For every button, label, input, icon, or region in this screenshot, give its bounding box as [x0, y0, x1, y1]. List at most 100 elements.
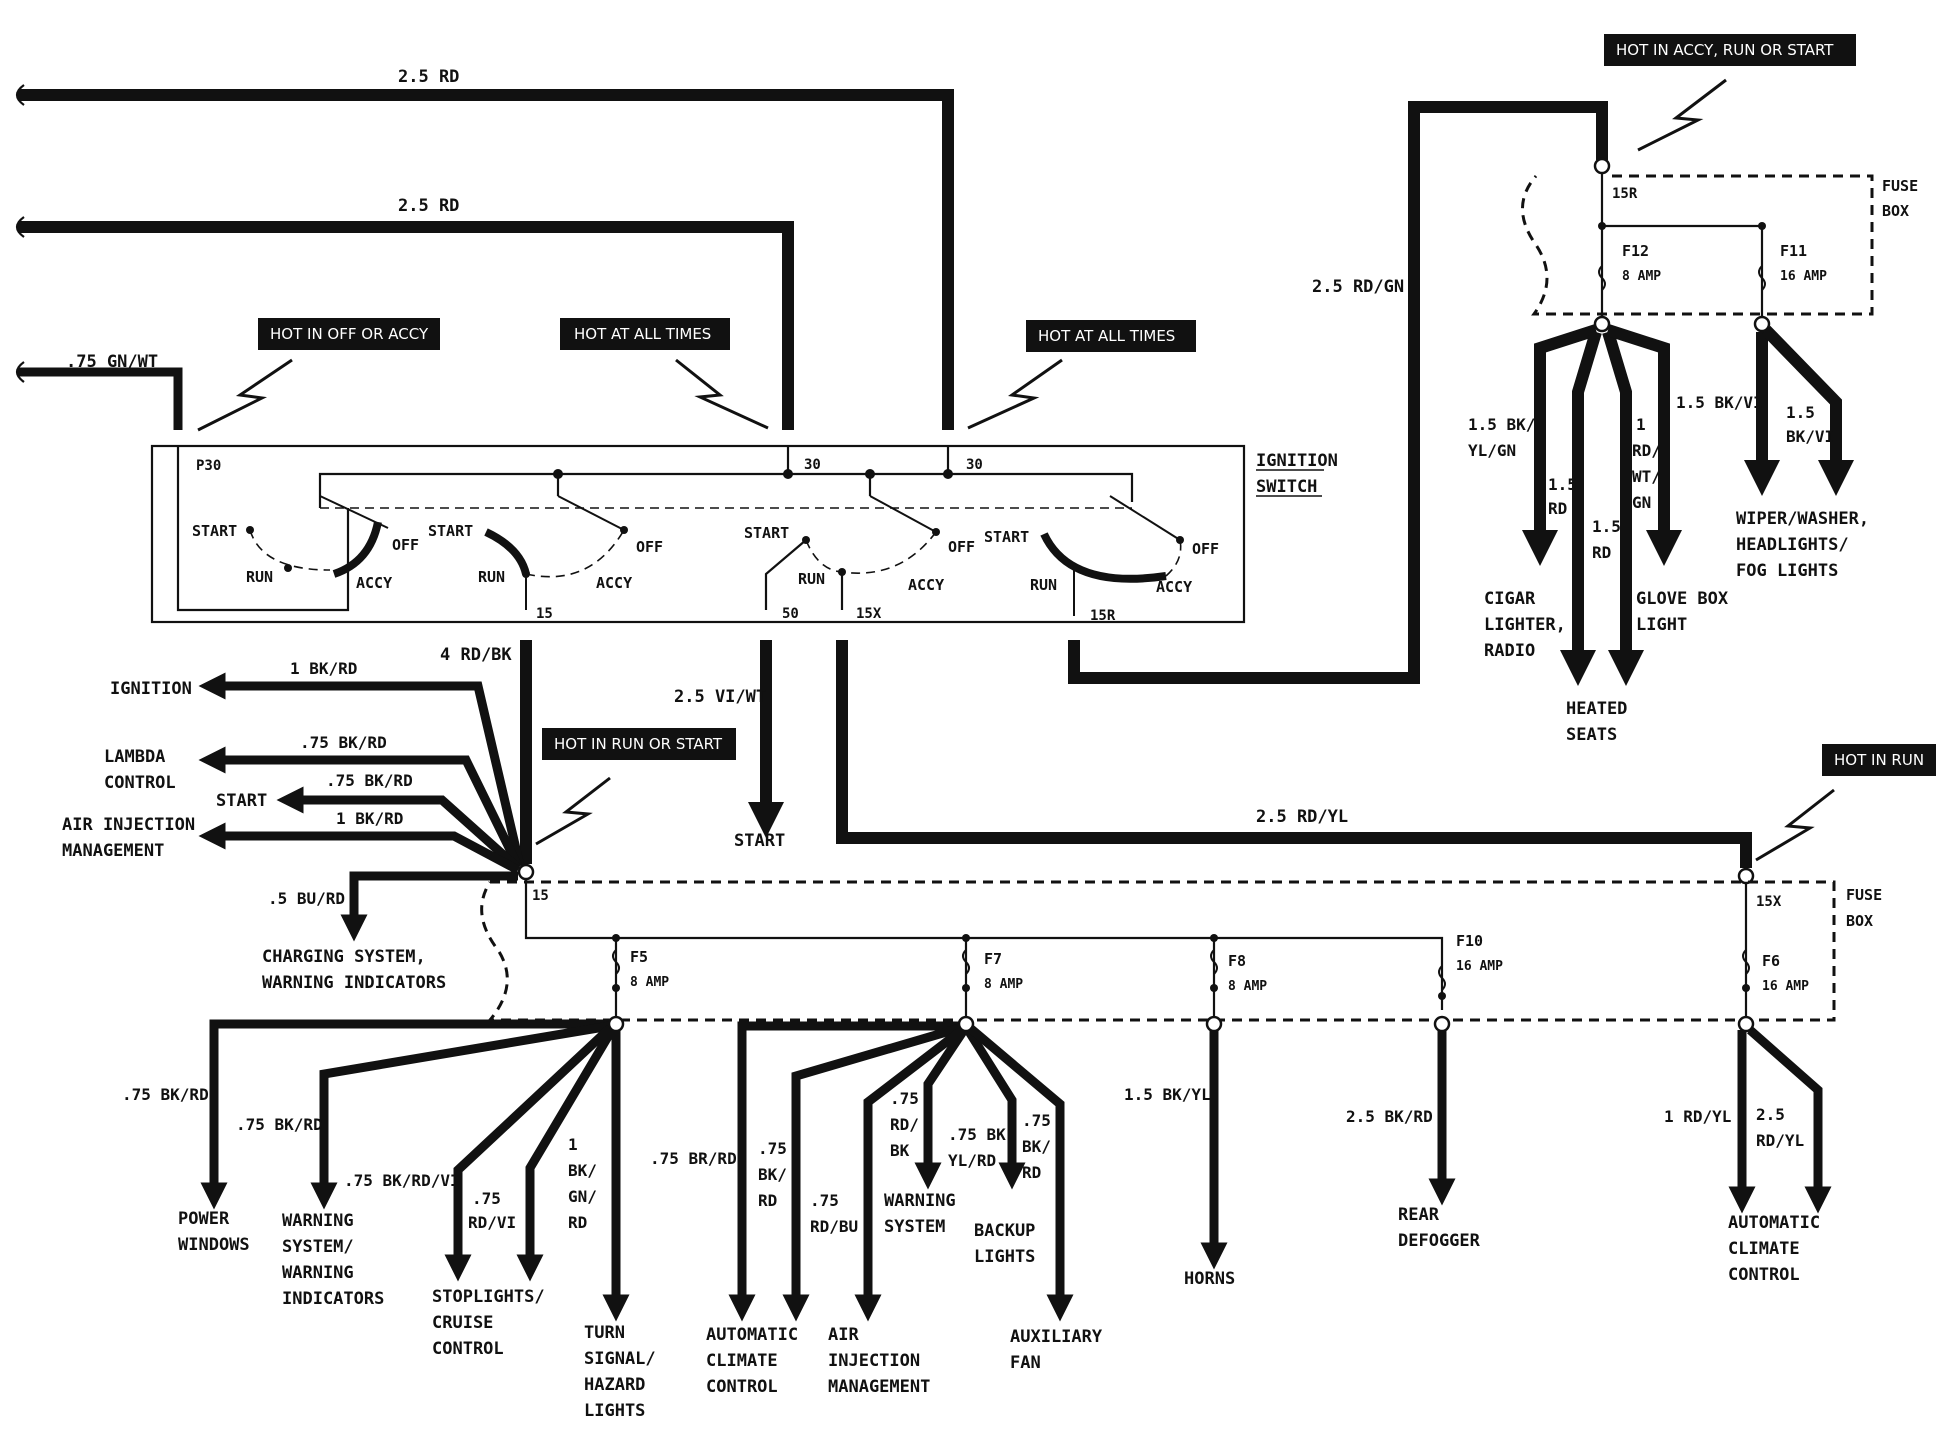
- wire-f7-bk-yl-rd-1: .75 BK: [948, 1125, 1006, 1144]
- output-air-inj-2-l3: MANAGEMENT: [828, 1377, 930, 1397]
- wire-charge-bu-rd: .5 BU/RD: [268, 889, 345, 908]
- wire-f7-bk-rd-a-3: RD: [758, 1191, 777, 1210]
- fuse-f11-rating: 16 AMP: [1780, 269, 1827, 284]
- wire-1.5-bk-yl-gn-2: YL/GN: [1468, 441, 1516, 460]
- wire-f6-rd-yl-b-2: RD/YL: [1756, 1131, 1804, 1150]
- output-auto-climate-2-l3: CONTROL: [1728, 1265, 1800, 1285]
- pos-off-2: OFF: [636, 538, 663, 556]
- wire-1.5-bk-vi-b-1: 1.5: [1786, 403, 1815, 422]
- switch-label-line1: IGNITION: [1256, 451, 1338, 471]
- terminal-p30: P30: [196, 458, 221, 474]
- pos-accy-1: ACCY: [356, 574, 392, 592]
- output-turn-2: SIGNAL/: [584, 1349, 656, 1369]
- wire-f5-rd-vi-2: RD/VI: [468, 1213, 516, 1232]
- output-warning-sys-1: WARNING: [282, 1211, 354, 1231]
- output-backup-1: BACKUP: [974, 1221, 1035, 1241]
- wire-f5-bk-gn-rd-3: GN/: [568, 1187, 597, 1206]
- wire-f6-rd-yl-a: 1 RD/YL: [1664, 1107, 1731, 1126]
- pos-start-4: START: [984, 528, 1029, 546]
- feed-15x: 2.5 RD/YL 15X: [836, 640, 1782, 910]
- output-power-windows-1: POWER: [178, 1209, 230, 1229]
- output-aux-fan-1: AUXILIARY: [1010, 1327, 1103, 1347]
- terminal-30a: 30: [804, 457, 821, 473]
- output-warning-sys-3: WARNING: [282, 1263, 354, 1283]
- output-auto-climate-1-l2: CLIMATE: [706, 1351, 778, 1371]
- fusebox-label-2: BOX: [1882, 202, 1909, 220]
- wire-1.5-bk-vi-a: 1.5 BK/VI: [1676, 393, 1763, 412]
- pos-accy-4: ACCY: [1156, 578, 1192, 596]
- output-rear-defog-1: REAR: [1398, 1205, 1440, 1225]
- wire-f5-bk-rd-a: .75 BK/RD: [122, 1085, 209, 1104]
- wire-f7-bk-rd-a-2: BK/: [758, 1165, 787, 1184]
- pos-off-3: OFF: [948, 538, 975, 556]
- start-output: 2.5 VI/WT START: [674, 640, 785, 851]
- output-cigar-2: LIGHTER,: [1484, 615, 1566, 635]
- feed-15r: 2.5 RD/GN 15R: [1068, 101, 1638, 684]
- output-turn-3: HAZARD: [584, 1375, 645, 1395]
- output-glove-2: LIGHT: [1636, 615, 1687, 635]
- output-lambda-2: CONTROL: [104, 773, 176, 793]
- tag-hot-run: HOT IN RUN: [1834, 751, 1924, 769]
- output-auto-climate-2-l1: AUTOMATIC: [1728, 1213, 1820, 1233]
- output-stoplights-3: CONTROL: [432, 1339, 504, 1359]
- fuse-f10-rating: 16 AMP: [1456, 959, 1503, 974]
- output-aux-fan-2: FAN: [1010, 1353, 1041, 1373]
- fuse-f10-id: F10: [1456, 932, 1483, 950]
- wire-f5-bk-rd-b: .75 BK/RD: [236, 1115, 323, 1134]
- wire-1.5-bk-yl-gn-1: 1.5 BK/: [1468, 415, 1535, 434]
- wire-f10-bk-rd: 2.5 BK/RD: [1346, 1107, 1433, 1126]
- wire-1.5-rd-a-2: RD: [1548, 499, 1567, 518]
- lightning-bolt-icons: [197, 78, 1835, 862]
- wire-label-vi-wt: 2.5 VI/WT: [674, 687, 766, 707]
- wire-lambda-bk-rd: .75 BK/RD: [300, 733, 387, 752]
- output-ignition: IGNITION: [110, 679, 192, 699]
- lightning-icon: [675, 358, 769, 430]
- output-air-inj-2-l2: INJECTION: [828, 1351, 920, 1371]
- f8-f10-f6-outputs: 1.5 BK/YL HORNS 2.5 BK/RD REAR DEFOGGER …: [1124, 1026, 1832, 1289]
- wire-f5-bk-gn-rd-2: BK/: [568, 1161, 597, 1180]
- pos-accy-2: ACCY: [596, 574, 632, 592]
- output-stoplights-1: STOPLIGHTS/: [432, 1287, 545, 1307]
- output-auto-climate-1-l3: CONTROL: [706, 1377, 778, 1397]
- output-start-left: START: [216, 791, 267, 811]
- output-glove-1: GLOVE BOX: [1636, 589, 1729, 609]
- fusebox-lower-label-1: FUSE: [1846, 886, 1882, 904]
- wire-f7-rd-bu-2: RD/BU: [810, 1217, 858, 1236]
- wire-f7-bk-rd-b-1: .75: [1022, 1111, 1051, 1130]
- fuse-f6-rating: 16 AMP: [1762, 979, 1809, 994]
- tag-hot-all-times-2: HOT AT ALL TIMES: [1038, 327, 1175, 345]
- wire-f7-bk-rd-a-1: .75: [758, 1139, 787, 1158]
- fuse-f12-id: F12: [1622, 242, 1649, 260]
- wire-label-2.5-rd-mid: 2.5 RD: [398, 196, 459, 216]
- output-warning-sys-4: INDICATORS: [282, 1289, 384, 1309]
- fuse-f8-id: F8: [1228, 952, 1246, 970]
- feed-15: 4 RD/BK 15 1 BK/RD .75 BK/RD .75 BK/RD 1…: [62, 640, 549, 993]
- terminal-50: 50: [782, 606, 799, 622]
- battery-feed-wires: 2.5 RD 2.5 RD .75 GN/WT: [15, 67, 954, 430]
- output-cigar-3: RADIO: [1484, 641, 1535, 661]
- terminal-30b: 30: [966, 457, 983, 473]
- lightning-icon: [1755, 788, 1835, 862]
- f5-outputs: .75 BK/RD .75 BK/RD .75 BK/RD/VI .75 RD/…: [122, 1019, 656, 1421]
- output-charging-1: CHARGING SYSTEM,: [262, 947, 426, 967]
- wire-ign-bk-rd: 1 BK/RD: [290, 659, 357, 678]
- wire-label-rd-yl: 2.5 RD/YL: [1256, 807, 1348, 827]
- output-air-inj-2-l1: AIR: [828, 1325, 859, 1345]
- output-turn-4: LIGHTS: [584, 1401, 645, 1421]
- output-lambda-1: LAMBDA: [104, 747, 165, 767]
- pos-run-3: RUN: [798, 570, 825, 588]
- wire-1.5-bk-vi-b-2: BK/VI: [1786, 427, 1834, 446]
- pos-start-1: START: [192, 522, 237, 540]
- fusebox-terminal-15r: 15R: [1612, 186, 1638, 202]
- output-charging-2: WARNING INDICATORS: [262, 973, 446, 993]
- wire-label-rd-bk: 4 RD/BK: [440, 645, 512, 665]
- fuse-f5-id: F5: [630, 948, 648, 966]
- hot-tags: HOT IN OFF OR ACCY HOT AT ALL TIMES HOT …: [258, 34, 1936, 776]
- pos-off-4: OFF: [1192, 540, 1219, 558]
- upper-right-outputs: 1.5 BK/ YL/GN 1.5 RD 1.5 RD 1 RD/ WT/ GN…: [1468, 324, 1869, 745]
- fuse-f7-rating: 8 AMP: [984, 977, 1023, 992]
- pos-run-2: RUN: [478, 568, 505, 586]
- output-wiper-2: HEADLIGHTS/: [1736, 535, 1849, 555]
- pos-start-2: START: [428, 522, 473, 540]
